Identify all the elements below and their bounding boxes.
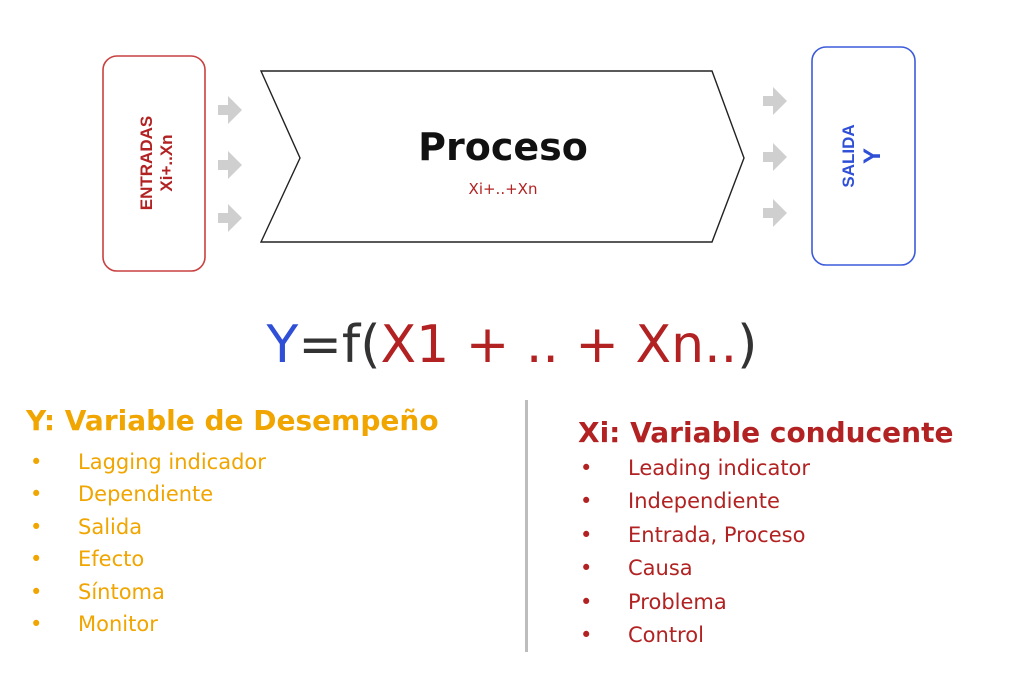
bullet-icon: • — [30, 450, 43, 474]
bullet-icon: • — [30, 482, 43, 507]
list-item-label: Síntoma — [78, 579, 165, 604]
bullet-icon: • — [30, 579, 43, 604]
output-box: SALIDA Y — [811, 46, 916, 266]
bullet-icon: • — [580, 622, 593, 647]
list-item-label: Salida — [78, 514, 143, 539]
arrow-right-icon — [218, 96, 242, 124]
formula-x: X1 + .. + Xn.. — [380, 315, 737, 375]
bullet-icon: • — [580, 456, 593, 480]
bullet-icon: • — [30, 547, 43, 572]
list-item-label: Control — [628, 622, 704, 647]
formula-y: Y — [266, 315, 299, 375]
bullet-icon: • — [580, 489, 593, 514]
list-item-label: Leading indicator — [628, 456, 811, 480]
list-item-label: Entrada, Proceso — [628, 522, 806, 547]
bullet-icon: • — [30, 611, 43, 636]
bullet-icon: • — [580, 556, 593, 581]
process-title: Proceso — [418, 125, 588, 169]
arrow-right-icon — [763, 87, 787, 115]
process-subtitle: Xi+..+Xn — [469, 180, 538, 198]
list-item-label: Problema — [628, 589, 727, 614]
output-arrows — [763, 87, 787, 227]
output-title: SALIDA — [839, 124, 858, 187]
formula: Y=f(X1 + .. + Xn..) — [266, 315, 758, 375]
arrow-right-icon — [763, 199, 787, 227]
list-item-label: Lagging indicador — [78, 450, 266, 474]
process-diagram: ENTRADAS Xi+..Xn Proceso Xi+..+Xn SALIDA… — [102, 46, 916, 375]
column-divider — [525, 400, 528, 652]
formula-close: ) — [737, 315, 757, 375]
list-item-label: Causa — [628, 556, 693, 581]
process-chevron: Proceso Xi+..+Xn — [259, 70, 745, 243]
output-subtitle: Y — [859, 148, 886, 164]
inputs-subtitle: Xi+..Xn — [157, 134, 176, 191]
list-item-label: Monitor — [78, 611, 158, 636]
formula-eq: =f( — [298, 315, 380, 375]
arrow-right-icon — [763, 143, 787, 171]
inputs-title: ENTRADAS — [137, 116, 156, 210]
arrow-right-icon — [218, 151, 242, 179]
arrow-right-icon — [218, 204, 242, 232]
bullet-icon: • — [30, 514, 43, 539]
input-arrows — [218, 96, 242, 232]
driver-heading: Xi: Variable conducente — [578, 416, 954, 449]
bullet-icon: • — [580, 589, 593, 614]
inputs-box: ENTRADAS Xi+..Xn — [102, 55, 206, 272]
list-item-label: Independiente — [628, 489, 780, 514]
bullet-icon: • — [580, 522, 593, 547]
list-item-label: Dependiente — [78, 482, 214, 507]
list-item-label: Efecto — [78, 547, 145, 572]
performance-heading: Y: Variable de Desempeño — [26, 404, 439, 437]
